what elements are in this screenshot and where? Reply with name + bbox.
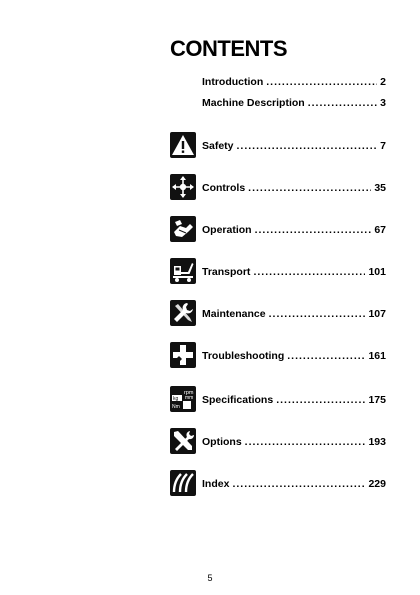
- toc-label: Machine Description: [202, 97, 305, 109]
- toc-label: Transport: [202, 266, 251, 278]
- tools-options-icon: [170, 428, 196, 454]
- leader-dots: [287, 350, 365, 362]
- unit-kg: kg: [173, 396, 179, 402]
- unit-rpm: rpm: [184, 390, 194, 396]
- toc-page: 67: [374, 224, 386, 236]
- specifications-units-icon: rpm mm kg Nm: [170, 386, 196, 412]
- leader-dots: [308, 97, 377, 109]
- toc-entry-options[interactable]: Options 193: [202, 436, 386, 448]
- index-tabs-icon: [170, 470, 196, 496]
- page-title: CONTENTS: [170, 36, 288, 61]
- toc-entry-controls[interactable]: Controls 35: [202, 182, 386, 194]
- toc-page: 3: [380, 97, 386, 109]
- warning-triangle-icon: [170, 132, 196, 158]
- toc-label: Options: [202, 436, 242, 448]
- transport-vehicle-icon: [170, 258, 196, 284]
- toc-label: Introduction: [202, 76, 264, 88]
- toc-page: 35: [374, 182, 386, 194]
- toc-page: 193: [368, 436, 386, 448]
- leader-dots: [248, 182, 371, 194]
- toc-entry-index[interactable]: Index 229: [202, 478, 386, 490]
- toc-page: 101: [368, 266, 386, 278]
- page-number: 5: [207, 573, 213, 583]
- toc-label: Troubleshooting: [202, 350, 285, 362]
- toc-entry-introduction[interactable]: Introduction 2: [202, 76, 386, 88]
- toc-label: Operation: [202, 224, 252, 236]
- toc-label: Safety: [202, 140, 234, 152]
- toc-entry-transport[interactable]: Transport 101: [202, 266, 386, 278]
- toc-label: Maintenance: [202, 308, 266, 320]
- toc-page: 229: [368, 478, 386, 490]
- toc-entry-operation[interactable]: Operation 67: [202, 224, 386, 236]
- leader-dots: [255, 224, 372, 236]
- toc-label: Index: [202, 478, 230, 490]
- leader-dots: [232, 478, 365, 490]
- wrench-icon: [170, 300, 196, 326]
- unit-mm: mm: [185, 395, 193, 401]
- operation-hand-icon: [170, 216, 196, 242]
- controls-arrows-icon: [170, 174, 196, 200]
- leader-dots: [276, 394, 365, 406]
- first-aid-cross-icon: [170, 342, 196, 368]
- toc-entry-maintenance[interactable]: Maintenance 107: [202, 308, 386, 320]
- toc-page: 161: [368, 350, 386, 362]
- toc-label: Specifications: [202, 394, 274, 406]
- toc-page: 107: [368, 308, 386, 320]
- leader-dots: [245, 436, 366, 448]
- toc-page: 175: [368, 394, 386, 406]
- toc-entry-safety[interactable]: Safety 7: [202, 140, 386, 152]
- leader-dots: [266, 76, 377, 88]
- unit-nm: Nm: [172, 404, 180, 410]
- toc-entry-troubleshooting[interactable]: Troubleshooting 161: [202, 350, 386, 362]
- leader-dots: [237, 140, 378, 152]
- leader-dots: [269, 308, 366, 320]
- toc-page: 7: [380, 140, 386, 152]
- toc-entry-specifications[interactable]: Specifications 175: [202, 394, 386, 406]
- toc-label: Controls: [202, 182, 246, 194]
- toc-entry-machine-description[interactable]: Machine Description 3: [202, 97, 386, 109]
- leader-dots: [253, 266, 365, 278]
- toc-page: 2: [380, 76, 386, 88]
